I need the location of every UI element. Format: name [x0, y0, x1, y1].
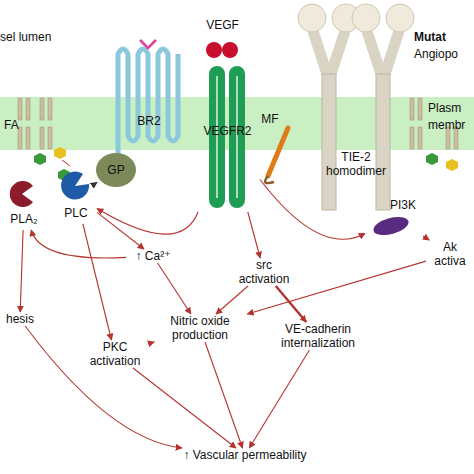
tie2-receptor-outline — [300, 0, 412, 212]
shape-part — [376, 74, 390, 210]
enzyme-symbol: PLC — [55, 168, 97, 224]
shape-part — [312, 28, 400, 80]
shape-part — [322, 74, 336, 210]
signal-arrow — [31, 230, 126, 258]
signal-arrow — [83, 224, 112, 340]
free-label: membr — [428, 118, 465, 132]
signal-arrow — [216, 286, 248, 314]
signal-text: PKC activation — [80, 340, 150, 368]
signal-arrow — [150, 342, 154, 343]
signal-arrow — [25, 326, 182, 448]
signal-arrow — [158, 263, 191, 314]
signal-arrow — [249, 350, 309, 448]
lipid — [410, 127, 414, 149]
signal-arrow — [95, 182, 97, 183]
lipid — [418, 98, 422, 120]
signal-text: Ak activa — [426, 240, 474, 268]
shape-part — [329, 28, 346, 80]
lipid — [40, 98, 44, 120]
lipid — [18, 98, 22, 120]
node-label: PLA₂ — [2, 212, 46, 226]
leader-line — [62, 160, 70, 166]
node-label: TIE-2 homodimer — [321, 150, 391, 178]
signal-text: VE-cadherin internalization — [266, 322, 370, 350]
kinase-symbol: PI3K — [365, 198, 425, 236]
node-label: hesis — [0, 312, 40, 326]
lipid-mediator-hexagon — [426, 153, 438, 165]
outcome-text: ↑ Vascular permeability — [160, 448, 330, 462]
signal-arrow — [205, 342, 243, 448]
node-label: ↑ Vascular permeability — [160, 448, 330, 462]
shape-part — [222, 42, 238, 58]
lipid — [40, 127, 44, 149]
node-label: VE-cadherin internalization — [266, 322, 370, 350]
node-label: GP — [95, 163, 137, 177]
lipid — [418, 127, 422, 149]
lipid — [48, 127, 52, 149]
lipid — [48, 98, 52, 120]
free-label: Angiopo — [414, 47, 458, 61]
shape-part — [96, 153, 136, 187]
node-label: PI3K — [381, 198, 425, 212]
node-label: PKC activation — [80, 340, 150, 368]
free-label: Mutat — [414, 30, 446, 44]
free-label: sel lumen — [0, 30, 51, 44]
shape-part — [386, 4, 414, 32]
lipid-mediator-hexagon — [446, 159, 458, 171]
node-label: Ak activa — [426, 240, 474, 268]
shape-part — [298, 4, 414, 32]
signal-text: src activation — [234, 258, 294, 286]
signal-text: ↑ Ca²⁺ — [126, 249, 180, 263]
shape-part — [372, 214, 411, 239]
lipid — [26, 127, 30, 149]
shape-part — [268, 128, 288, 176]
receptor-tyrosine-kinase: VEGFR2 — [195, 62, 260, 212]
enzyme-symbol: PLA₂ — [2, 178, 46, 230]
ligand-dimer: VEGF — [200, 18, 245, 60]
lipid — [410, 98, 414, 120]
shape-part — [61, 172, 89, 200]
shape-part — [352, 4, 380, 32]
lipid — [26, 98, 30, 120]
membrane-fibre: MF — [258, 112, 296, 186]
shape-part — [383, 28, 400, 80]
signal-arrow — [20, 230, 23, 312]
shape-part — [140, 40, 156, 48]
gpcr-receptor: BR2 — [110, 36, 185, 162]
signal-arrow — [423, 236, 429, 240]
signal-arrow — [260, 180, 365, 240]
shape-part — [265, 176, 274, 183]
node-label: MF — [258, 112, 282, 126]
signal-arrow — [97, 209, 198, 235]
g-protein: GP — [95, 152, 137, 188]
shape-part — [298, 4, 326, 32]
free-label: Plasm — [428, 101, 461, 115]
signal-arrow — [133, 368, 236, 448]
node-label: src activation — [234, 258, 294, 286]
signal-arrow — [247, 261, 426, 314]
node-label: VEGF — [200, 18, 245, 32]
signal-arrow — [97, 212, 144, 249]
shape-part — [118, 49, 178, 158]
node-label: PLC — [55, 206, 97, 220]
free-label: FA — [4, 118, 19, 132]
tie2-receptor: TIE-2 homodimer — [300, 0, 412, 212]
node-label: ↑ Ca²⁺ — [126, 249, 180, 263]
node-label: BR2 — [134, 114, 164, 128]
shape-part — [206, 42, 222, 58]
lipid-mediator-hexagon — [54, 147, 66, 159]
signal-text: Nitric oxide production — [152, 314, 248, 342]
signal-arrow — [276, 286, 306, 322]
node-label: VEGFR2 — [195, 124, 260, 138]
lipid-mediator-hexagon — [34, 153, 46, 165]
signal-arrow — [248, 212, 260, 258]
node-label: Nitric oxide production — [152, 314, 248, 342]
signal-text: hesis — [0, 312, 40, 326]
gpcr-receptor-outline — [110, 36, 185, 162]
shape-part — [10, 181, 33, 207]
